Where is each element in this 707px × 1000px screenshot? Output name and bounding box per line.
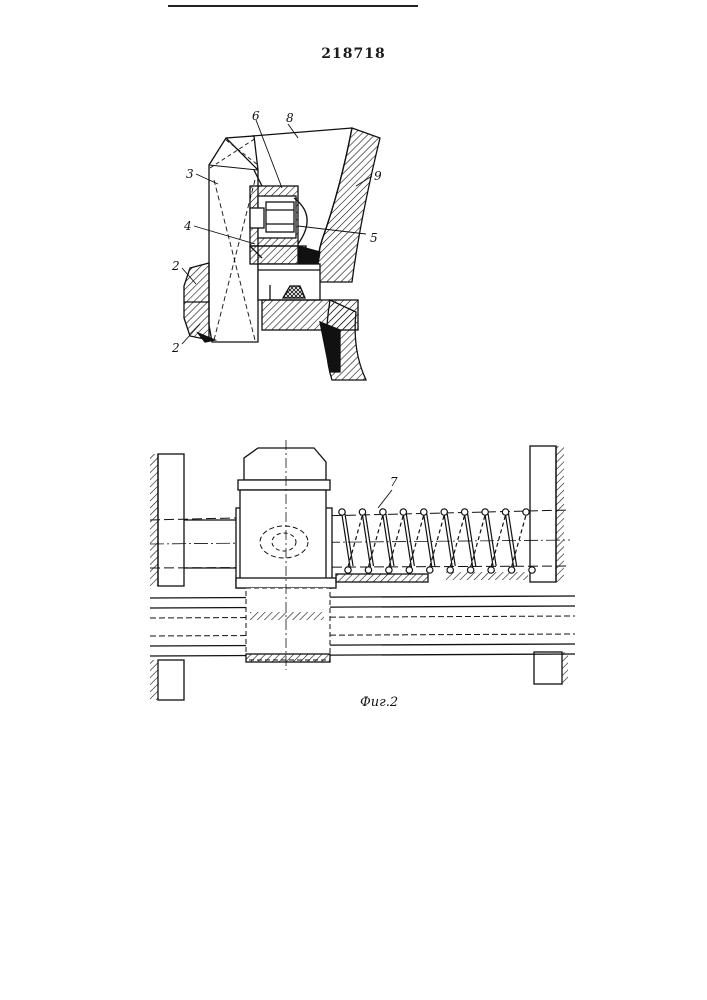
right-post bbox=[530, 446, 568, 684]
spring-wire-back bbox=[389, 515, 403, 567]
label-9: 9 bbox=[374, 169, 382, 183]
figure-1-section bbox=[182, 120, 380, 380]
spring-coil-top bbox=[502, 509, 508, 515]
figure-2-assembly bbox=[150, 440, 575, 700]
spring-coil-bottom bbox=[365, 567, 371, 573]
spring-coil-bottom bbox=[508, 567, 514, 573]
spring-coil-top bbox=[482, 509, 488, 515]
base-rails bbox=[150, 596, 575, 656]
label-2-lower: 2 bbox=[171, 341, 180, 355]
spring-coil-bottom bbox=[447, 567, 453, 573]
spring-wire-back bbox=[368, 515, 382, 567]
figure-caption: Фиг.2 bbox=[360, 695, 398, 710]
label-3: 3 bbox=[186, 167, 194, 181]
bushing-assembly bbox=[250, 186, 320, 264]
spring-wire-back bbox=[348, 515, 362, 567]
spring-coil-top bbox=[339, 509, 345, 515]
spring-coil-bottom bbox=[467, 567, 473, 573]
spring-base-plate bbox=[336, 574, 428, 582]
spring-coil-top bbox=[359, 509, 365, 515]
spring-coil-bottom bbox=[345, 567, 351, 573]
leader-7 bbox=[378, 490, 392, 508]
label-4: 4 bbox=[183, 219, 192, 233]
label-6: 6 bbox=[252, 109, 260, 123]
spring-coil-bottom bbox=[488, 567, 494, 573]
label-8: 8 bbox=[286, 111, 294, 125]
spring-coil-top bbox=[400, 509, 406, 515]
label-2-upper: 2 bbox=[171, 259, 180, 273]
spring-coil-bottom bbox=[529, 567, 535, 573]
spring-coil-bottom bbox=[427, 567, 433, 573]
spring-coil-top bbox=[380, 509, 386, 515]
spring-wire-back bbox=[512, 515, 526, 567]
spring-coil-top bbox=[461, 509, 467, 515]
label-7: 7 bbox=[390, 475, 398, 489]
slider-block bbox=[236, 440, 336, 670]
spring-wire-back bbox=[409, 515, 423, 567]
left-post bbox=[150, 454, 184, 700]
label-5: 5 bbox=[370, 231, 378, 245]
spring-coil-top bbox=[421, 509, 427, 515]
spring-coil-bottom bbox=[386, 567, 392, 573]
spring-coil-bottom bbox=[406, 567, 412, 573]
spring-coil-top bbox=[523, 509, 529, 515]
spring-base-plate-right bbox=[446, 572, 528, 580]
spring-coil-top bbox=[441, 509, 447, 515]
guide-rod bbox=[150, 510, 570, 568]
